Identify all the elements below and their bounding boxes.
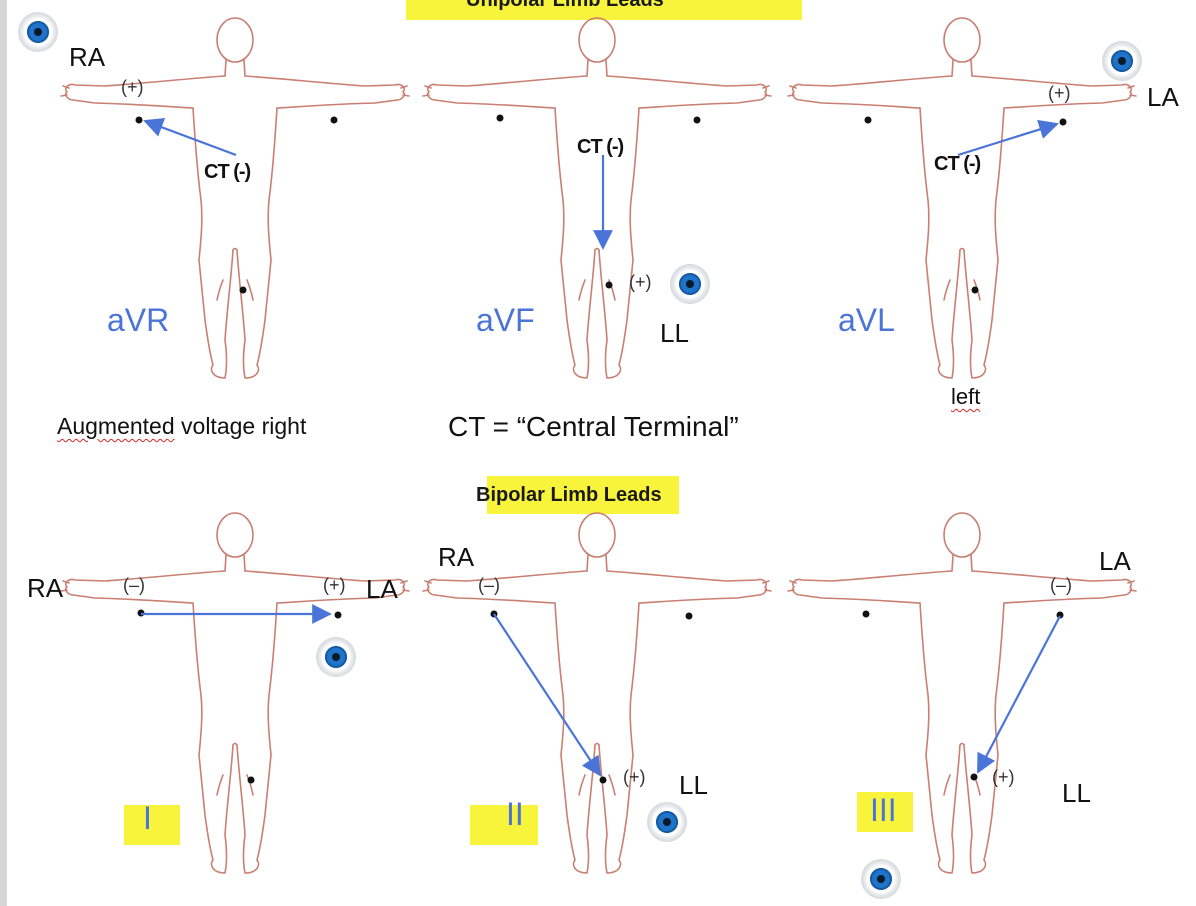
electrode-dot (971, 286, 979, 294)
label-ct: CT (-) (577, 136, 624, 158)
electrode-dot (330, 116, 338, 124)
label-positive: (+) (992, 767, 1015, 787)
label-positive: (+) (121, 77, 144, 97)
electrode-dot (599, 776, 607, 784)
lead-avf: aVF (476, 302, 535, 338)
header-unipolar: Unipolar Limb Leads (466, 0, 664, 11)
label-ll: LL (679, 770, 708, 800)
electrode-dot (1056, 611, 1064, 619)
label-ra: RA (69, 42, 106, 72)
figure-lead-ii (422, 512, 772, 874)
vector-avr (143, 117, 237, 157)
label-positive: (+) (629, 272, 652, 292)
figure-lead-iii (787, 512, 1137, 874)
eye-icon (861, 859, 901, 899)
eye-icon (18, 12, 58, 52)
eye-icon (316, 637, 356, 677)
figure-lead-i (60, 512, 410, 874)
label-ll: LL (1062, 778, 1091, 808)
label-negative: (–) (478, 575, 500, 595)
label-negative: (–) (1050, 575, 1072, 595)
label-ct: CT (-) (204, 161, 251, 183)
lead-ii: II (506, 796, 524, 832)
eye-icon (647, 802, 687, 842)
header-highlight-bipolar (487, 476, 679, 514)
header-bipolar: Bipolar Limb Leads (476, 484, 662, 506)
lead-iii: III (870, 792, 897, 828)
label-positive: (+) (623, 767, 646, 787)
label-la: LA (366, 574, 398, 604)
electrode-dot (334, 611, 342, 619)
electrode-dot (239, 286, 247, 294)
lead-avl: aVL (838, 302, 895, 338)
electrode-dot (685, 612, 693, 620)
label-ra: RA (438, 542, 475, 572)
lead-i-highlight (124, 805, 180, 845)
lead-i: I (143, 800, 152, 836)
label-ll: LL (660, 318, 689, 348)
label-ra: RA (27, 573, 64, 603)
lead-iii-highlight (857, 792, 913, 832)
label-negative: (–) (123, 575, 145, 595)
electrode-dot (496, 114, 504, 122)
electrode-dot (135, 116, 143, 124)
note-augmented: Augmented voltage right (57, 413, 307, 439)
vector-avl (957, 119, 1059, 157)
label-positive: (+) (1048, 83, 1071, 103)
electrode-dot (864, 116, 872, 124)
header-highlight-unipolar (406, 0, 802, 20)
vector-lead-ii (493, 613, 602, 777)
eye-icon (670, 264, 710, 304)
label-la: LA (1099, 546, 1131, 576)
lead-avr: aVR (107, 302, 170, 338)
label-ct: CT (-) (934, 153, 981, 175)
electrode-dot (693, 116, 701, 124)
eye-icon (1102, 41, 1142, 81)
note-ct-definition: CT = “Central Terminal” (448, 411, 739, 442)
label-positive: (+) (323, 575, 346, 595)
electrode-dot (970, 773, 978, 781)
vector-lead-iii (977, 615, 1061, 774)
label-la: LA (1147, 82, 1179, 112)
note-left: left (951, 384, 981, 409)
electrode-dot (862, 610, 870, 618)
lead-ii-highlight (470, 805, 538, 845)
page-edge-bar (0, 0, 7, 906)
electrode-dot (605, 281, 613, 289)
electrode-dot (247, 776, 255, 784)
electrode-dot (1059, 118, 1067, 126)
